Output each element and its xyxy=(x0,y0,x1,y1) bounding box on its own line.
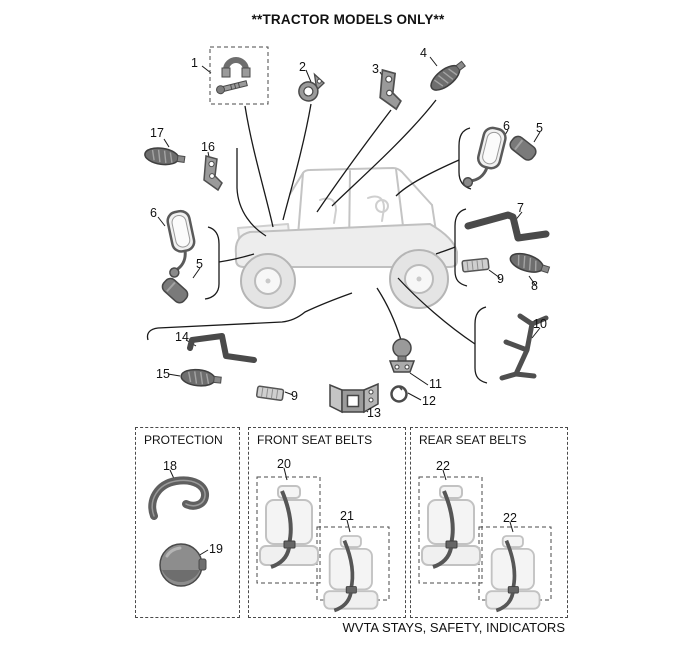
callout-22-left: 22 xyxy=(436,459,450,473)
callout-8: 8 xyxy=(531,279,538,293)
vehicle-illustration xyxy=(234,167,458,309)
footer-note: WVTA STAYS, SAFETY, INDICATORS xyxy=(342,620,566,635)
leader-lines xyxy=(146,99,488,384)
part-14-stay xyxy=(187,333,257,363)
protection-section-label: PROTECTION xyxy=(144,433,223,447)
callout-10: 10 xyxy=(533,317,547,331)
rear-seat-belts-section-label: REAR SEAT BELTS xyxy=(419,433,527,447)
callout-4: 4 xyxy=(420,46,427,60)
part-1-shackle xyxy=(209,46,269,105)
callout-1: 1 xyxy=(191,56,198,70)
part-20-dashed-box xyxy=(256,476,321,584)
callout-22-right: 22 xyxy=(503,511,517,525)
callout-15: 15 xyxy=(156,367,170,381)
front-seat-belts-section-box: FRONT SEAT BELTS xyxy=(248,427,406,618)
callout-20: 20 xyxy=(277,457,291,471)
part-18-hose xyxy=(148,476,209,520)
part-4-indicator xyxy=(426,56,470,96)
callout-11: 11 xyxy=(429,377,442,391)
front-seat-belts-section-label: FRONT SEAT BELTS xyxy=(257,433,373,447)
part-6-mirror-left xyxy=(156,207,203,280)
callout-5-right: 5 xyxy=(536,121,543,135)
part-16-bracket xyxy=(203,155,223,191)
callout-13: 13 xyxy=(367,406,381,420)
part-8-indicator xyxy=(507,249,552,279)
callout-21: 21 xyxy=(340,509,354,523)
part-11-tow-ball xyxy=(388,338,416,373)
callout-5-left: 5 xyxy=(196,257,203,271)
callout-14: 14 xyxy=(175,330,189,344)
part-17-indicator xyxy=(143,145,187,169)
callout-17: 17 xyxy=(150,126,164,140)
part-5-cap-left xyxy=(158,275,192,307)
part-9-reflector-left xyxy=(255,385,285,402)
part-9-reflector-right xyxy=(461,257,490,273)
part-13-receiver xyxy=(329,382,379,414)
protection-section-box: PROTECTION xyxy=(135,427,240,618)
callout-19: 19 xyxy=(209,542,223,556)
callout-2: 2 xyxy=(299,60,306,74)
part-2-clamp xyxy=(298,72,326,102)
callout-18: 18 xyxy=(163,459,177,473)
callout-9-right: 9 xyxy=(497,272,504,286)
part-22-left-dashed-box xyxy=(418,476,483,584)
part-3-bracket xyxy=(379,69,402,110)
part-5-cap-right xyxy=(506,133,540,164)
diagram-title: **TRACTOR MODELS ONLY** xyxy=(251,12,445,27)
callout-12: 12 xyxy=(422,394,436,408)
part-19-cap xyxy=(159,543,207,587)
part-12-ring xyxy=(390,385,408,403)
part-10-bracket xyxy=(499,313,549,381)
part-6-mirror-right xyxy=(460,122,509,195)
callout-6-right: 6 xyxy=(503,119,510,133)
callout-9-bottom: 9 xyxy=(291,389,298,403)
callout-16: 16 xyxy=(201,140,215,154)
callout-3: 3 xyxy=(372,62,379,76)
part-15-indicator xyxy=(179,367,223,389)
part-7-stay xyxy=(464,211,550,242)
callout-6-left: 6 xyxy=(150,206,157,220)
callout-7: 7 xyxy=(517,201,524,215)
rear-seat-belts-section-box: REAR SEAT BELTS xyxy=(410,427,568,618)
